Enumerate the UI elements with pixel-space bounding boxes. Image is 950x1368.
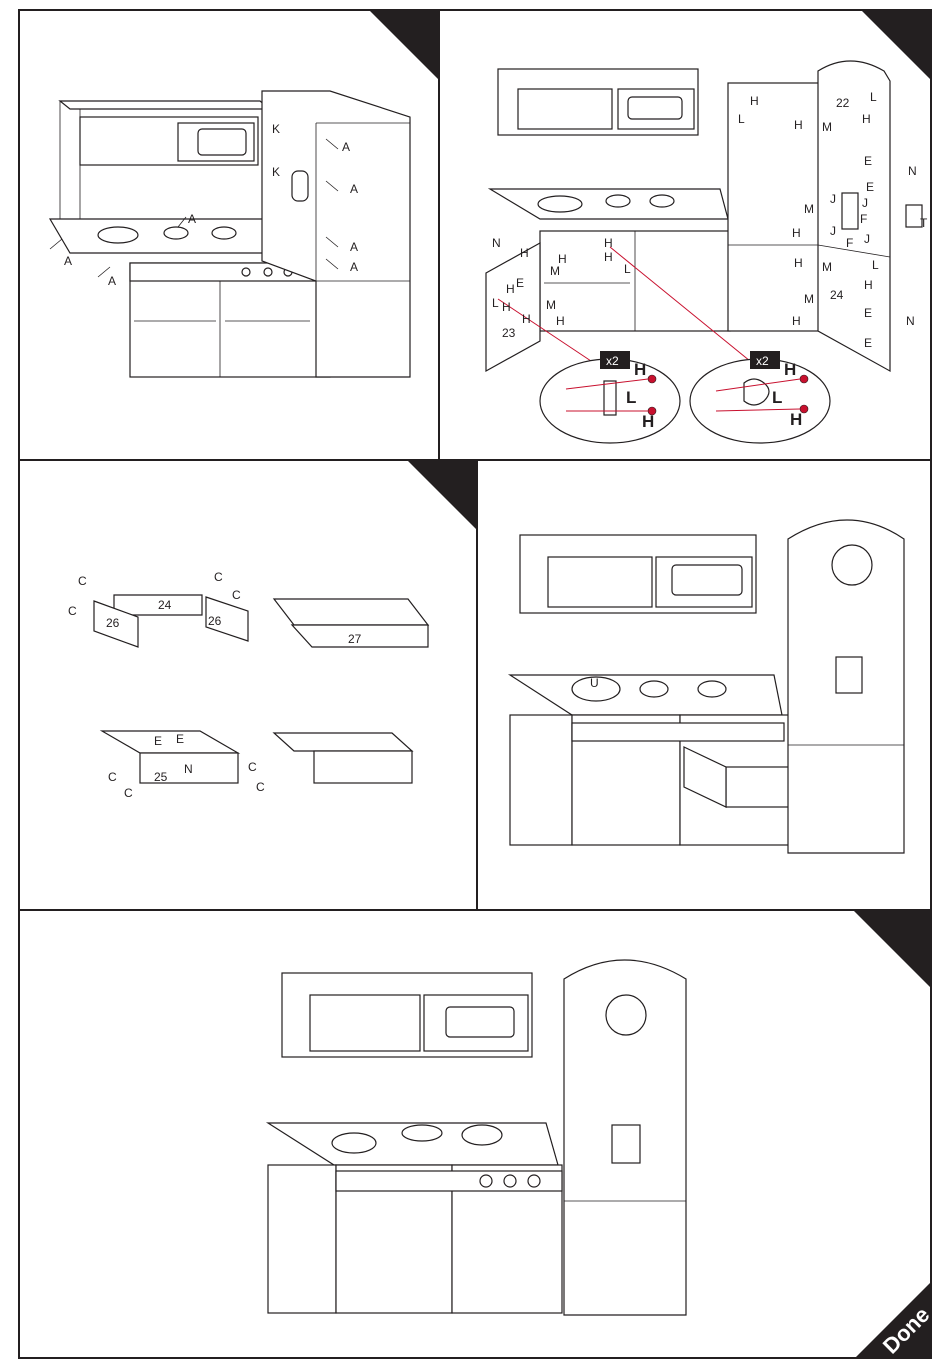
step-4-panel: U — [476, 459, 932, 911]
svg-text:H: H — [604, 236, 613, 250]
svg-text:H: H — [506, 282, 515, 296]
svg-text:N: N — [184, 762, 193, 776]
svg-text:N: N — [906, 314, 915, 328]
svg-text:E: E — [864, 154, 872, 168]
svg-text:M: M — [546, 298, 556, 312]
svg-text:L: L — [738, 112, 745, 126]
svg-text:J: J — [864, 232, 870, 246]
svg-text:24: 24 — [158, 598, 172, 612]
step-3-panel: 24 26 26 C C C C 27 25 N E E C C C C — [18, 459, 478, 911]
svg-text:J: J — [862, 196, 868, 210]
svg-text:H: H — [604, 250, 613, 264]
corner-marker — [854, 911, 932, 991]
svg-text:22: 22 — [836, 96, 850, 110]
svg-text:M: M — [804, 292, 814, 306]
svg-text:J: J — [830, 192, 836, 206]
svg-text:23: 23 — [502, 326, 516, 340]
svg-text:H: H — [794, 256, 803, 270]
svg-text:E: E — [864, 336, 872, 350]
svg-text:27: 27 — [348, 632, 362, 646]
svg-text:J: J — [830, 224, 836, 238]
hinge-h-label: H — [790, 410, 802, 429]
step-4-illustration: U — [478, 461, 932, 911]
svg-text:25: 25 — [154, 770, 168, 784]
svg-text:C: C — [232, 588, 241, 602]
svg-text:H: H — [558, 252, 567, 266]
svg-text:F: F — [860, 212, 867, 226]
svg-text:L: L — [872, 258, 879, 272]
svg-text:E: E — [176, 732, 184, 746]
svg-text:H: H — [502, 300, 511, 314]
svg-text:26: 26 — [106, 616, 120, 630]
svg-text:24: 24 — [830, 288, 844, 302]
hinge-h-label: H — [642, 412, 654, 431]
corner-marker — [408, 461, 478, 533]
svg-text:C: C — [124, 786, 133, 800]
step-3-illustration: 24 26 26 C C C C 27 25 N E E C C C C — [20, 461, 478, 911]
svg-text:U: U — [590, 676, 599, 690]
svg-text:H: H — [864, 278, 873, 292]
svg-text:H: H — [750, 94, 759, 108]
svg-text:H: H — [522, 312, 531, 326]
quantity-badge-text: x2 — [606, 354, 619, 368]
svg-text:M: M — [822, 260, 832, 274]
hinge-l-label: L — [626, 388, 636, 407]
svg-text:L: L — [870, 90, 877, 104]
svg-text:T: T — [920, 216, 928, 230]
step-1-illustration: A A A A A A A K K — [20, 11, 440, 461]
part-a-label: A — [108, 274, 116, 288]
svg-text:N: N — [492, 236, 501, 250]
part-a-label: A — [350, 182, 358, 196]
part-k-label: K — [272, 165, 280, 179]
svg-text:N: N — [908, 164, 917, 178]
svg-text:E: E — [516, 276, 524, 290]
svg-text:C: C — [248, 760, 257, 774]
svg-text:H: H — [792, 314, 801, 328]
step-5-panel: Done — [18, 909, 932, 1359]
part-a-label: A — [350, 260, 358, 274]
svg-text:H: H — [556, 314, 565, 328]
svg-text:H: H — [792, 226, 801, 240]
svg-text:L: L — [492, 296, 499, 310]
svg-text:E: E — [864, 306, 872, 320]
part-a-label: A — [188, 212, 196, 226]
svg-text:C: C — [108, 770, 117, 784]
svg-text:H: H — [862, 112, 871, 126]
step-1-panel: A A A A A A A K K — [18, 9, 440, 461]
svg-text:L: L — [624, 262, 631, 276]
svg-text:M: M — [550, 264, 560, 278]
svg-text:M: M — [804, 202, 814, 216]
svg-text:C: C — [78, 574, 87, 588]
hinge-h-label: H — [784, 360, 796, 379]
hinge-h-label: H — [634, 360, 646, 379]
svg-text:C: C — [256, 780, 265, 794]
svg-text:F: F — [846, 236, 853, 250]
svg-text:E: E — [154, 734, 162, 748]
hinge-l-label: L — [772, 388, 782, 407]
svg-text:26: 26 — [208, 614, 222, 628]
svg-text:C: C — [214, 570, 223, 584]
step-2-illustration: x2 x2 H L H H L H 22 24 23 H L H M H L E… — [440, 11, 932, 461]
part-a-label: A — [342, 140, 350, 154]
svg-text:C: C — [68, 604, 77, 618]
svg-text:M: M — [822, 120, 832, 134]
step-5-illustration: Done — [20, 911, 932, 1359]
svg-text:H: H — [794, 118, 803, 132]
svg-text:E: E — [866, 180, 874, 194]
quantity-badge-text: x2 — [756, 354, 769, 368]
corner-marker — [370, 11, 440, 83]
part-a-label: A — [64, 254, 72, 268]
svg-text:H: H — [520, 246, 529, 260]
part-a-label: A — [350, 240, 358, 254]
part-k-label: K — [272, 122, 280, 136]
step-2-panel: x2 x2 H L H H L H 22 24 23 H L H M H L E… — [438, 9, 932, 461]
